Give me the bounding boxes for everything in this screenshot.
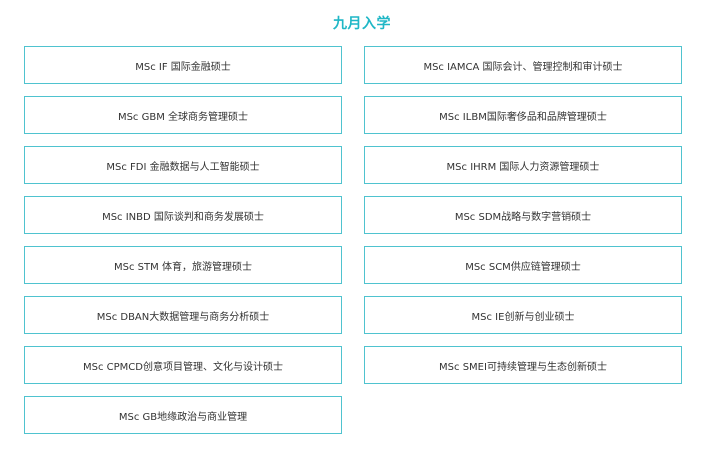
program-label: MSc DBAN大数据管理与商务分析硕士 xyxy=(96,311,270,323)
program-grid: MSc IF 国际金融硕士 MSc IAMCA 国际会计、管理控制和审计硕士 M… xyxy=(24,46,682,434)
program-card-ie[interactable]: MSc IE创新与创业硕士 xyxy=(364,296,682,334)
program-card-gbm[interactable]: MSc GBM 全球商务管理硕士 xyxy=(24,96,342,134)
program-card-sdm[interactable]: MSc SDM战略与数字营销硕士 xyxy=(364,196,682,234)
program-label: MSc IF 国际金融硕士 xyxy=(135,61,231,73)
program-label: MSc SDM战略与数字营销硕士 xyxy=(454,211,592,223)
program-card-gb[interactable]: MSc GB地缘政治与商业管理 xyxy=(24,396,342,434)
program-label: MSc FDI 金融数据与人工智能硕士 xyxy=(106,161,260,173)
program-card-if[interactable]: MSc IF 国际金融硕士 xyxy=(24,46,342,84)
program-card-stm[interactable]: MSc STM 体育，旅游管理硕士 xyxy=(24,246,342,284)
program-label: MSc GBM 全球商务管理硕士 xyxy=(117,111,249,123)
program-card-cpmcd[interactable]: MSc CPMCD创意项目管理、文化与设计硕士 xyxy=(24,346,342,384)
program-card-fdi[interactable]: MSc FDI 金融数据与人工智能硕士 xyxy=(24,146,342,184)
program-card-dban[interactable]: MSc DBAN大数据管理与商务分析硕士 xyxy=(24,296,342,334)
program-label: MSc STM 体育，旅游管理硕士 xyxy=(114,261,252,273)
program-card-ilbm[interactable]: MSc ILBM国际奢侈品和品牌管理硕士 xyxy=(364,96,682,134)
program-card-scm[interactable]: MSc SCM供应链管理硕士 xyxy=(364,246,682,284)
program-card-smei[interactable]: MSc SMEI可持续管理与生态创新硕士 xyxy=(364,346,682,384)
program-label: MSc SMEI可持续管理与生态创新硕士 xyxy=(439,361,607,373)
program-label: MSc INBD 国际谈判和商务发展硕士 xyxy=(102,211,264,223)
program-label: MSc ILBM国际奢侈品和品牌管理硕士 xyxy=(439,111,607,123)
program-label: MSc SCM供应链管理硕士 xyxy=(465,261,581,273)
program-label: MSc IHRM 国际人力资源管理硕士 xyxy=(446,161,600,173)
program-card-iamca[interactable]: MSc IAMCA 国际会计、管理控制和审计硕士 xyxy=(364,46,682,84)
program-label: MSc IAMCA 国际会计、管理控制和审计硕士 xyxy=(423,61,623,73)
program-label: MSc GB地缘政治与商业管理 xyxy=(118,411,248,423)
program-label: MSc IE创新与创业硕士 xyxy=(471,311,575,323)
program-card-inbd[interactable]: MSc INBD 国际谈判和商务发展硕士 xyxy=(24,196,342,234)
program-card-ihrm[interactable]: MSc IHRM 国际人力资源管理硕士 xyxy=(364,146,682,184)
page-title: 九月入学 xyxy=(333,16,391,32)
program-label: MSc CPMCD创意项目管理、文化与设计硕士 xyxy=(83,361,283,373)
